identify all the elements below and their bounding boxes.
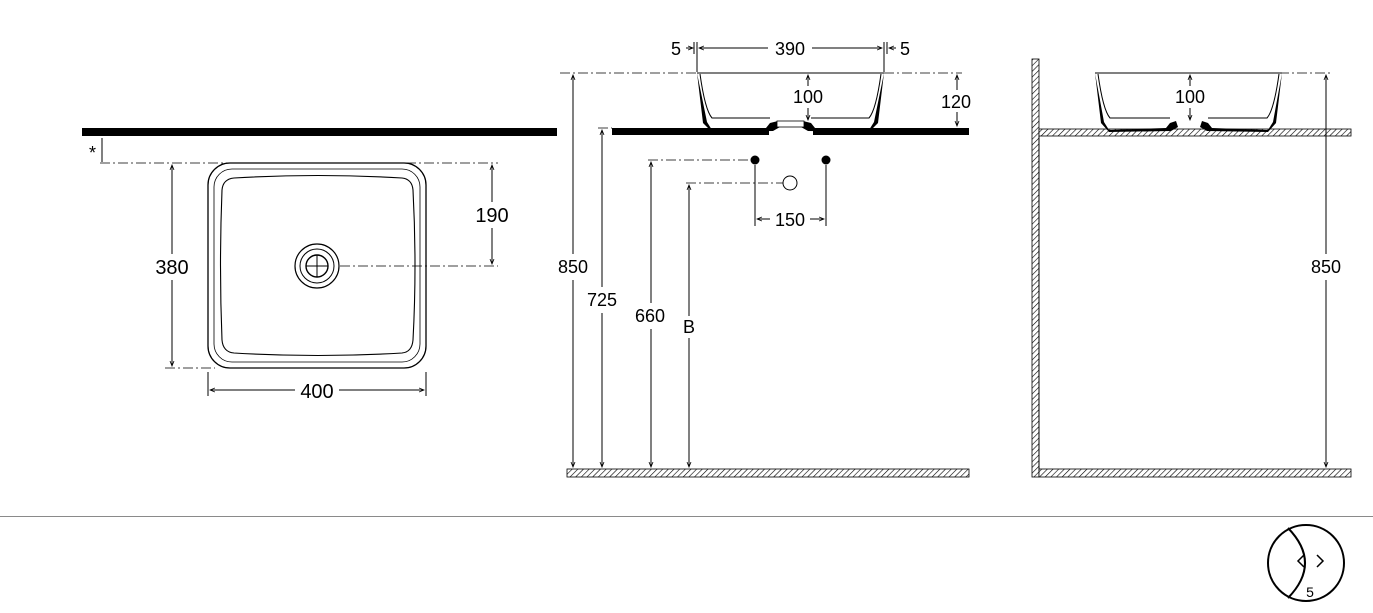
basin-side-section bbox=[1095, 72, 1282, 132]
left-gap-label: 5 bbox=[671, 39, 681, 59]
supply-spacing-label: 150 bbox=[775, 210, 805, 230]
drain-height-label: 100 bbox=[793, 87, 823, 107]
depth-label: 380 bbox=[155, 257, 188, 279]
side-view: 100 850 bbox=[1031, 58, 1352, 478]
right-gap-label: 5 bbox=[900, 39, 910, 59]
width-label: 400 bbox=[300, 381, 333, 403]
top-view: * 380 190 400 bbox=[82, 128, 557, 404]
counter-height-label: 725 bbox=[587, 290, 617, 310]
floor bbox=[566, 468, 970, 478]
chevron-left-icon[interactable] bbox=[1293, 550, 1307, 570]
wall bbox=[1031, 58, 1040, 478]
basin-height-label: 120 bbox=[941, 92, 971, 112]
countertop-section bbox=[1038, 128, 1352, 137]
front-view: 5 390 5 100 120 850 725 660 B bbox=[553, 36, 976, 478]
separator bbox=[0, 516, 1373, 517]
supply-point-right bbox=[821, 155, 831, 165]
basin-width-label: 390 bbox=[775, 39, 805, 59]
gap-marker: * bbox=[89, 143, 96, 163]
chevron-right-icon[interactable] bbox=[1312, 550, 1326, 570]
supply-height-label: 660 bbox=[635, 306, 665, 326]
basin-bowl bbox=[219, 174, 416, 357]
basin-outline bbox=[207, 162, 427, 369]
countertop-right bbox=[813, 128, 969, 135]
countertop-edge bbox=[82, 128, 557, 136]
side-drain-height-label: 100 bbox=[1175, 87, 1205, 107]
total-height-label: 850 bbox=[558, 257, 588, 277]
drain-offset-label: 190 bbox=[475, 205, 508, 227]
supply-point-left bbox=[750, 155, 760, 165]
drain bbox=[294, 243, 340, 289]
countertop-left bbox=[612, 128, 769, 135]
waste-outlet bbox=[782, 175, 798, 191]
basin-section bbox=[697, 72, 884, 132]
waste-height-label: B bbox=[683, 317, 695, 337]
floor-section bbox=[1038, 468, 1352, 478]
side-total-height-label: 850 bbox=[1311, 257, 1341, 277]
